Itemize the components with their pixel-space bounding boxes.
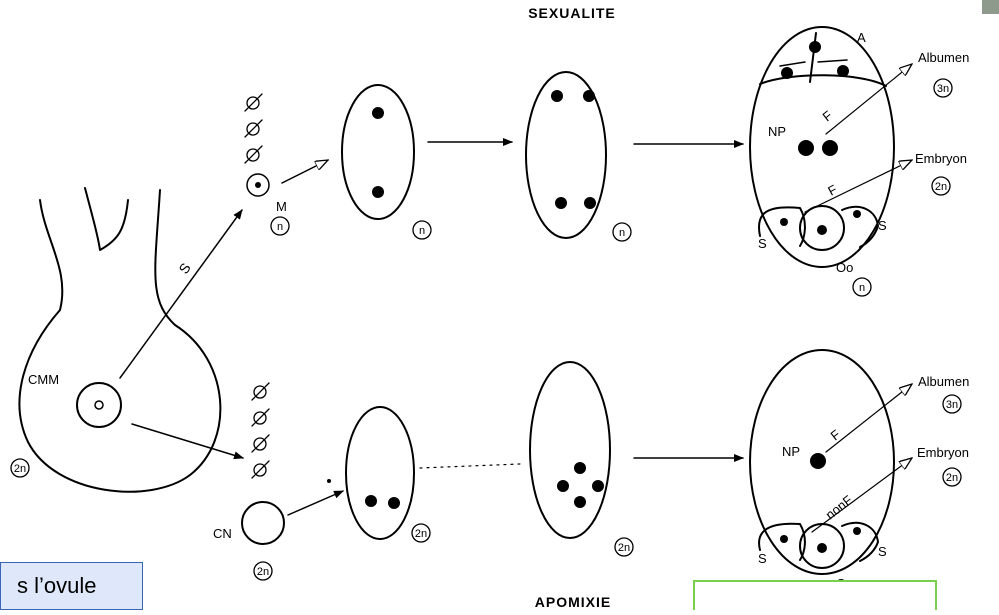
arrow-to-meiosis bbox=[120, 210, 242, 378]
label-cmm: CMM bbox=[28, 372, 59, 387]
arrow-megaspore-to-sac bbox=[282, 160, 328, 183]
label-synergid-right-bottom: S bbox=[878, 544, 887, 559]
label-embryon-top: Embryon bbox=[915, 151, 967, 166]
label-sex-sac1-ploidy: n bbox=[419, 225, 425, 237]
label-f-albumen-top: F bbox=[820, 108, 836, 125]
arrow-albumen-bottom bbox=[826, 384, 912, 452]
nucellar-cell bbox=[242, 502, 284, 544]
top-degenerate-cells bbox=[245, 94, 262, 163]
arrow-embryon-bottom bbox=[812, 458, 912, 532]
label-synergid-left-bottom: S bbox=[758, 551, 767, 566]
label-embryon-bottom-ploidy: 2n bbox=[946, 472, 958, 484]
label-m: M bbox=[276, 199, 287, 214]
title-sexualite: SEXUALITE bbox=[528, 5, 616, 21]
apo-sac-2 bbox=[530, 362, 610, 538]
label-cn: CN bbox=[213, 526, 232, 541]
label-np-bottom: NP bbox=[782, 444, 800, 459]
label-nonf: nonF bbox=[823, 492, 856, 522]
label-albumen-top: Albumen bbox=[918, 50, 969, 65]
cmm-cell bbox=[77, 383, 121, 427]
arrow-apo-1-2 bbox=[420, 464, 520, 468]
label-np-top: NP bbox=[768, 124, 786, 139]
ovule-inner-fold bbox=[85, 188, 128, 250]
label-s-arrow: S bbox=[175, 260, 193, 277]
ploidy-circles bbox=[11, 79, 961, 609]
callout-box: s l’ovule bbox=[0, 562, 143, 610]
label-sex-sac2-ploidy: n bbox=[619, 227, 625, 239]
label-embryon-top-ploidy: 2n bbox=[935, 181, 947, 193]
label-albumen-bottom-ploidy: 3n bbox=[946, 399, 958, 411]
apo-sac-1 bbox=[346, 407, 414, 539]
antipodal-divider bbox=[760, 75, 886, 86]
label-cn-ploidy: 2n bbox=[257, 566, 269, 578]
label-albumen-top-ploidy: 3n bbox=[937, 83, 949, 95]
arrow-embryon-top bbox=[805, 160, 912, 212]
label-oo-top: Oo bbox=[836, 260, 853, 275]
corner-decoration bbox=[982, 0, 999, 14]
cmm-nucleus bbox=[95, 401, 103, 409]
label-ovule-ploidy: 2n bbox=[14, 463, 26, 475]
label-apo-sac2-ploidy: 2n bbox=[618, 542, 630, 554]
arrow-cn-to-sac bbox=[288, 491, 343, 515]
arrow-to-apomixis bbox=[132, 424, 243, 458]
label-synergid-right-top: S bbox=[878, 218, 887, 233]
label-m-ploidy: n bbox=[277, 221, 283, 233]
label-antipodals: A bbox=[857, 30, 866, 45]
label-albumen-bottom: Albumen bbox=[918, 374, 969, 389]
label-oo-top-ploidy: n bbox=[859, 282, 865, 294]
title-apomixie: APOMIXIE bbox=[535, 594, 611, 610]
bottom-degenerate-cells bbox=[252, 383, 269, 478]
ovule-outline bbox=[19, 190, 220, 492]
label-synergid-left-top: S bbox=[758, 236, 767, 251]
sex-sac-1 bbox=[342, 85, 414, 219]
label-apo-sac1-ploidy: 2n bbox=[415, 528, 427, 540]
green-note-box bbox=[693, 580, 937, 610]
label-embryon-bottom: Embryon bbox=[917, 445, 969, 460]
